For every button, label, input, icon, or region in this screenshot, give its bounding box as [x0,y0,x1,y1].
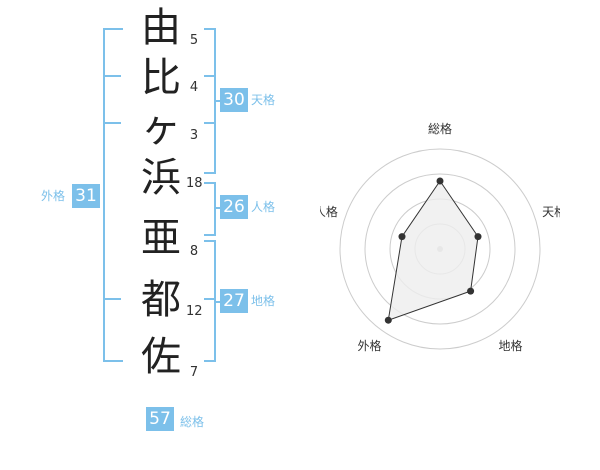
radar-axis-label: 人格 [320,204,338,219]
radar-chart: 総格天格地格 外格 人格 [320,121,560,353]
radar-axis-label: 天格 [542,204,560,219]
stroke-count-2: 4 [189,80,199,95]
stroke-count-6: 12 [186,304,203,319]
jinkaku-bracket [204,182,216,236]
radar-series-polygon [387,180,479,321]
name-char-3: ヶ [141,105,181,151]
name-char-4: 浜 [141,155,181,201]
stroke-count-3: 3 [189,128,199,143]
name-char-7: 佐 [141,334,181,380]
stroke-count-7: 7 [189,365,199,380]
name-char-6: 都 [141,277,181,323]
stroke-count-1: 5 [189,33,199,48]
chikaku-connector [214,301,220,303]
tenkaku-bracket-tick [204,122,214,124]
gaikaku-bracket [103,28,123,362]
radar-point-3 [467,287,475,295]
jinkaku-connector [214,207,220,209]
stroke-count-4: 18 [186,176,203,191]
chikaku-label: 地格 [251,294,276,308]
gaikaku-bracket-tick [105,75,121,77]
radar-axis-label: 地格 [498,338,522,353]
tenkaku-connector [214,100,220,102]
radar-point-5 [398,233,406,241]
gaikaku-value: 31 [72,184,100,208]
tenkaku-value: 30 [220,88,248,112]
gaikaku-bracket-tick [105,122,121,124]
radar-grid-ring [339,148,541,350]
gaikaku-bracket-tick [105,298,121,300]
tenkaku-bracket-tick [204,75,214,77]
jinkaku-value: 26 [220,195,248,219]
tenkaku-label: 天格 [251,93,276,107]
radar-point-4 [384,316,392,324]
soukaku-label: 総格 [180,415,205,429]
radar-axis-label: 外格 [357,338,381,353]
name-char-1: 由 [141,5,181,51]
jinkaku-label: 人格 [251,200,276,214]
gaikaku-label: 外格 [41,189,66,203]
stroke-count-5: 8 [189,244,199,259]
soukaku-value: 57 [146,407,174,431]
chikaku-value: 27 [220,289,248,313]
radar-point-2 [474,233,482,241]
radar-axis-label: 総格 [428,121,452,136]
name-char-2: 比 [141,55,181,101]
radar-point-1 [436,177,444,185]
chikaku-bracket-tick [204,298,214,300]
name-char-5: 亜 [141,215,181,261]
radar-grid-ring [364,173,516,325]
